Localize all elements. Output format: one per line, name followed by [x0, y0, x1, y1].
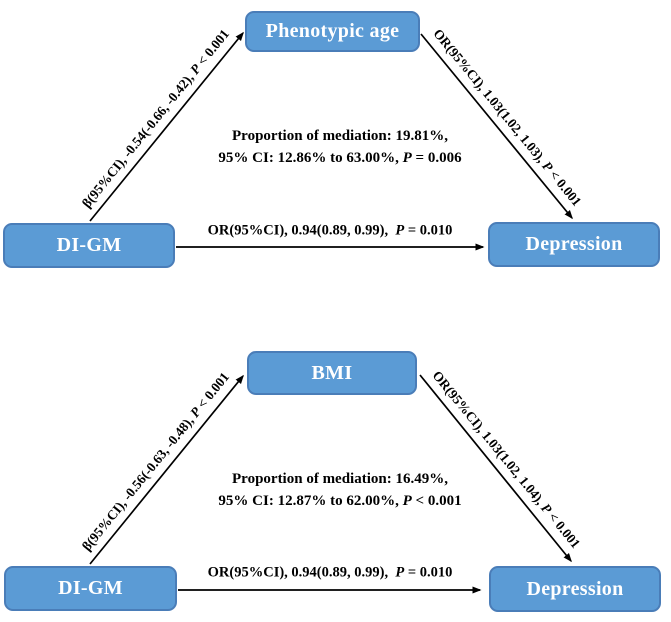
outcome-box: Depression: [489, 566, 661, 612]
exposure-label: DI-GM: [56, 234, 122, 256]
mediator-box: BMI: [247, 351, 417, 395]
path-c-label: OR(95%CI), 0.94(0.89, 0.99), P = 0.010: [208, 223, 453, 240]
p-symbol: P: [402, 493, 412, 509]
mediation-proportion-note: Proportion of mediation: 16.49%, 95% CI:…: [218, 468, 461, 512]
path-c-stats: OR(95%CI), 0.94(0.89, 0.99),: [207, 222, 389, 239]
outcome-box: Depression: [488, 222, 660, 267]
mediation-note-line1: Proportion of mediation: 19.81%,: [232, 128, 448, 144]
mediator-box: Phenotypic age: [245, 11, 420, 52]
path-c-label: OR(95%CI), 0.94(0.89, 0.99), P = 0.010: [208, 565, 453, 582]
bottom-path-a-arrow: [89, 374, 244, 565]
top-path-b-arrow: [420, 33, 573, 220]
bottom-path-b-arrow: [419, 374, 572, 563]
top-path-a-arrow: [89, 31, 244, 222]
exposure-box: DI-GM: [3, 223, 175, 268]
p-symbol: P: [395, 564, 405, 581]
path-c-p-value: = 0.010: [407, 564, 453, 581]
path-c-p-value: = 0.010: [407, 222, 453, 239]
mediation-note-line1: Proportion of mediation: 16.49%,: [232, 471, 448, 487]
mediator-label: Phenotypic age: [265, 20, 400, 42]
p-symbol: P: [402, 150, 412, 166]
exposure-label: DI-GM: [58, 577, 123, 599]
mediator-label: BMI: [311, 361, 353, 384]
mediation-note-line2: 95% CI: 12.86% to 63.00%, P = 0.006: [218, 150, 462, 166]
exposure-box: DI-GM: [4, 566, 177, 611]
mediation-proportion-note: Proportion of mediation: 19.81%, 95% CI:…: [218, 125, 461, 169]
outcome-label: Depression: [526, 577, 624, 600]
p-symbol: P: [395, 222, 405, 239]
mediation-note-line2: 95% CI: 12.87% to 62.00%, P < 0.001: [218, 493, 462, 509]
path-c-stats: OR(95%CI), 0.94(0.89, 0.99),: [207, 564, 389, 581]
outcome-label: Depression: [525, 233, 623, 255]
